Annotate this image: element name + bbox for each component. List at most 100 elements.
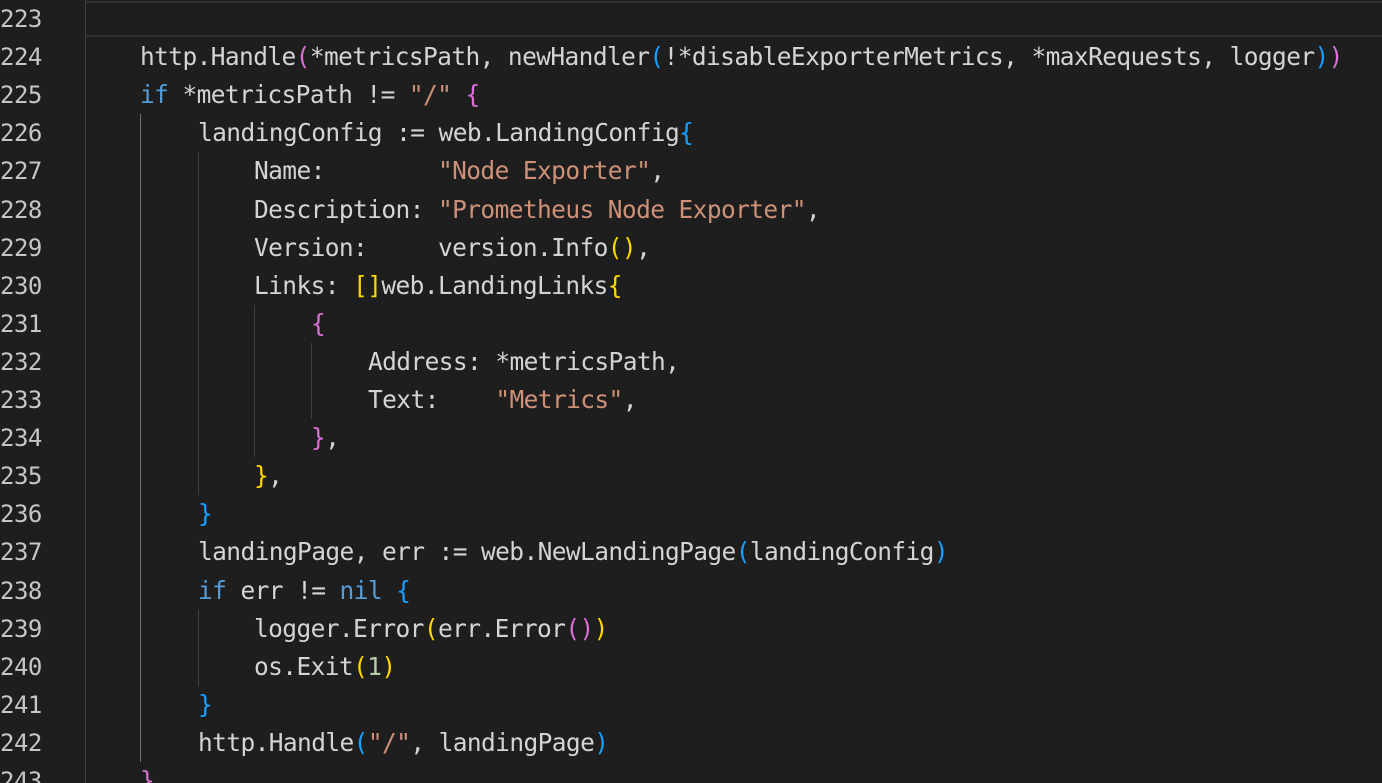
- code-token: "Node Exporter": [437, 156, 651, 186]
- code-token: [451, 80, 465, 109]
- code-token: ): [593, 613, 609, 643]
- code-text: }: [198, 686, 213, 724]
- code-token: ,: [622, 385, 638, 414]
- indent-guide: [254, 304, 255, 458]
- line-number: 239: [0, 614, 42, 643]
- code-token: "/": [408, 80, 452, 110]
- code-line[interactable]: 242 http.Handle("/", landingPage): [0, 724, 1382, 762]
- line-number: 238: [0, 576, 42, 605]
- code-token: }: [198, 689, 213, 719]
- line-number: 235: [0, 462, 42, 491]
- code-token: nil: [339, 575, 383, 605]
- line-number: 242: [0, 728, 42, 757]
- code-text: Links: []web.LandingLinks{: [254, 267, 623, 305]
- line-number: 234: [0, 424, 42, 453]
- code-token: ): [933, 537, 949, 567]
- line-number: 231: [0, 309, 42, 338]
- code-token: "/": [367, 727, 411, 757]
- line-number: 237: [0, 538, 42, 567]
- code-token: (: [295, 42, 311, 72]
- line-number: 228: [0, 195, 42, 224]
- code-text: http.Handle(*metricsPath, newHandler(!*d…: [140, 38, 1343, 76]
- code-token: ,: [325, 423, 340, 453]
- code-line[interactable]: 243}: [0, 762, 1382, 783]
- indent-guide: [85, 0, 86, 783]
- code-line[interactable]: 230 Links: []web.LandingLinks{: [0, 267, 1382, 305]
- code-token: Description:: [254, 194, 438, 224]
- code-token: }: [140, 766, 155, 783]
- code-token: (): [565, 613, 594, 643]
- code-line[interactable]: 227 Name: "Node Exporter",: [0, 152, 1382, 190]
- code-token: ,: [636, 232, 651, 262]
- code-token: Name:: [254, 156, 438, 186]
- code-token: ): [381, 651, 396, 681]
- line-number: 230: [0, 271, 42, 300]
- code-token: (: [353, 727, 369, 757]
- code-token: }: [311, 423, 326, 453]
- code-token: {: [679, 118, 694, 148]
- code-token: http.Handle: [198, 727, 354, 757]
- code-text: landingConfig := web.LandingConfig{: [198, 114, 694, 152]
- code-token: web.LandingLinks: [381, 270, 608, 300]
- code-token: (: [735, 537, 751, 567]
- code-text: Description: "Prometheus Node Exporter",: [254, 191, 821, 229]
- code-token: !*disableExporterMetrics, *maxRequests, …: [663, 42, 1316, 72]
- code-token: os.Exit: [254, 651, 354, 681]
- code-token: ): [1314, 42, 1330, 72]
- code-token: (: [423, 613, 439, 643]
- code-line[interactable]: 234},: [0, 419, 1382, 457]
- code-text: http.Handle("/", landingPage): [198, 724, 609, 762]
- code-token: {: [311, 308, 326, 338]
- indent-guide: [198, 152, 199, 496]
- code-token: ): [1328, 42, 1344, 72]
- line-number: 241: [0, 690, 42, 719]
- code-line[interactable]: 237 landingPage, err := web.NewLandingPag…: [0, 533, 1382, 571]
- code-text: Text: "Metrics",: [368, 381, 637, 419]
- code-line[interactable]: 223: [0, 0, 1382, 38]
- line-number: 229: [0, 233, 42, 262]
- code-text: {: [311, 305, 326, 343]
- code-line[interactable]: 236}: [0, 495, 1382, 533]
- code-token: ): [594, 727, 609, 757]
- code-text: }: [198, 495, 213, 533]
- code-text: os.Exit(1): [254, 648, 396, 686]
- code-token: if: [198, 575, 227, 605]
- code-line[interactable]: 229 Version: version.Info(),: [0, 229, 1382, 267]
- code-token: [382, 576, 396, 605]
- code-token: {: [396, 575, 411, 605]
- code-token: Address: *metricsPath,: [368, 346, 680, 376]
- code-text: Version: version.Info(),: [254, 229, 651, 267]
- code-token: (: [649, 42, 664, 72]
- code-text: Name: "Node Exporter",: [254, 152, 665, 190]
- code-token: {: [465, 80, 480, 110]
- line-number: 225: [0, 81, 42, 110]
- indent-guide: [140, 114, 141, 762]
- code-line[interactable]: 228 Description: "Prometheus Node Exporte…: [0, 191, 1382, 229]
- code-token: }: [198, 499, 213, 529]
- code-token: Text:: [368, 385, 496, 414]
- code-token: Version: version.Info: [254, 232, 608, 262]
- line-number: 227: [0, 157, 42, 186]
- code-token: landingConfig: [749, 537, 935, 567]
- code-token: }: [254, 461, 269, 491]
- code-line[interactable]: 231 {: [0, 305, 1382, 343]
- code-line[interactable]: 238 if err != nil {: [0, 572, 1382, 610]
- code-token: 1: [367, 651, 382, 681]
- code-line[interactable]: 235},: [0, 457, 1382, 495]
- code-token: landingPage, err := web.NewLandingPage: [198, 537, 736, 567]
- code-text: }: [140, 762, 155, 783]
- code-token: err !=: [226, 575, 340, 605]
- code-token: *metricsPath, newHandler: [309, 42, 650, 72]
- current-line-highlight: [85, 1, 1382, 37]
- line-number: 236: [0, 500, 42, 529]
- code-text: Address: *metricsPath,: [368, 343, 680, 381]
- code-line[interactable]: 241}: [0, 686, 1382, 724]
